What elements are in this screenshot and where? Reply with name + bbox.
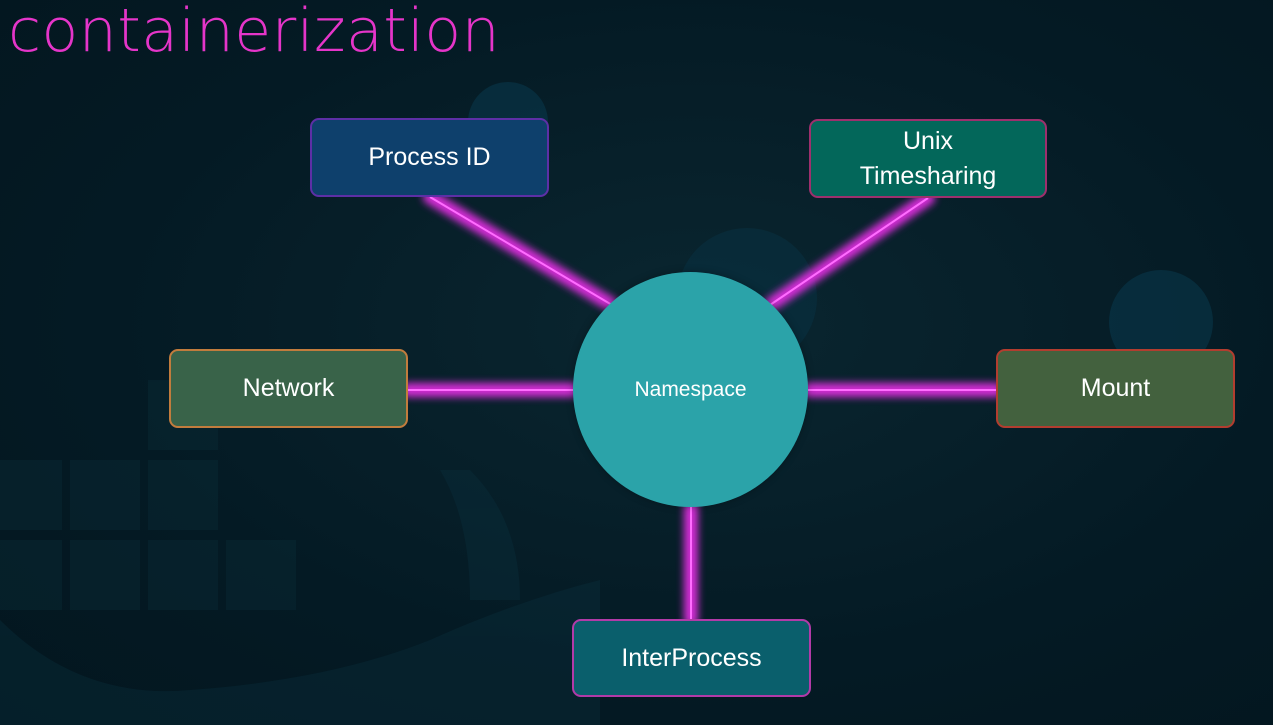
node-label: Network: [242, 374, 335, 402]
node-label: Mount: [1080, 374, 1151, 402]
node-unix-timesharing: Unix Timesharing: [809, 119, 1047, 198]
node-label: Unix Timesharing: [859, 126, 997, 190]
node-process-id: Process ID: [310, 118, 549, 197]
node-label: InterProcess: [621, 643, 762, 672]
slide-title: containerization: [8, 0, 501, 66]
hub-label: Namespace: [634, 377, 747, 401]
namespace-hub: Namespace: [573, 272, 808, 507]
node-interprocess: InterProcess: [572, 619, 811, 697]
node-mount: Mount: [996, 349, 1235, 428]
node-network: Network: [169, 349, 408, 428]
link-unix: [769, 197, 929, 306]
node-label: Process ID: [368, 143, 491, 171]
link-process: [429, 196, 613, 306]
